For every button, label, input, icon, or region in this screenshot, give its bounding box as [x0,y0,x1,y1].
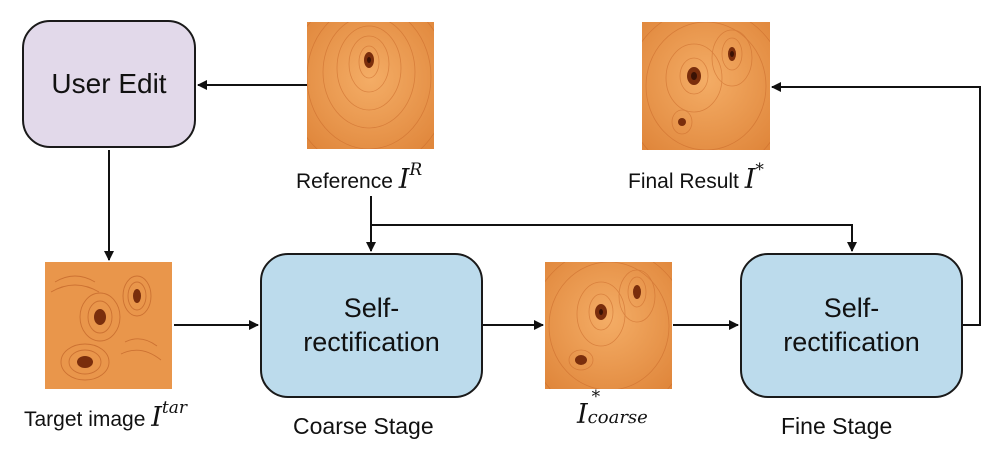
final-result-symbol: I [744,164,756,195]
coarse-rectification-box: Self-rectification [260,253,483,398]
final-result-superscript: * [755,160,764,180]
coarse-result-superscript: * [591,387,601,407]
target-image-symbol: I [151,402,162,433]
reference-superscript: R [409,160,423,180]
reference-texture-image [307,22,434,149]
coarse-result-symbol: I [577,399,588,430]
fine-stage-caption: Fine Stage [781,413,893,439]
user-edit-label: User Edit [51,68,167,99]
target-image-label-text: Target image [24,408,146,431]
final-result-label: Final Result I* [628,160,764,195]
arrow-ref-to-fine [371,224,857,252]
coarse-rectification-label: Self-rectification [303,292,440,357]
coarse-result-label: I*coarse [577,387,648,430]
user-edit-box: User Edit [22,20,196,148]
target-image-label: Target image Itar [24,398,187,433]
coarse-stage-caption: Coarse Stage [293,413,434,439]
reference-label-text: Reference [296,170,393,193]
reference-symbol: I [398,164,410,195]
final-result-label-text: Final Result [628,170,739,193]
arrow-fine-to-final [771,82,981,326]
reference-label: Reference IR [296,160,422,195]
coarse-result-subscript: coarse [587,407,648,428]
target-texture-image [45,262,172,389]
fine-rectification-box: Self-rectification [740,253,963,398]
fine-rectification-label: Self-rectification [783,292,920,357]
coarse-result-texture-image [545,262,672,389]
target-image-superscript: tar [161,398,188,418]
final-result-texture-image [642,22,770,150]
